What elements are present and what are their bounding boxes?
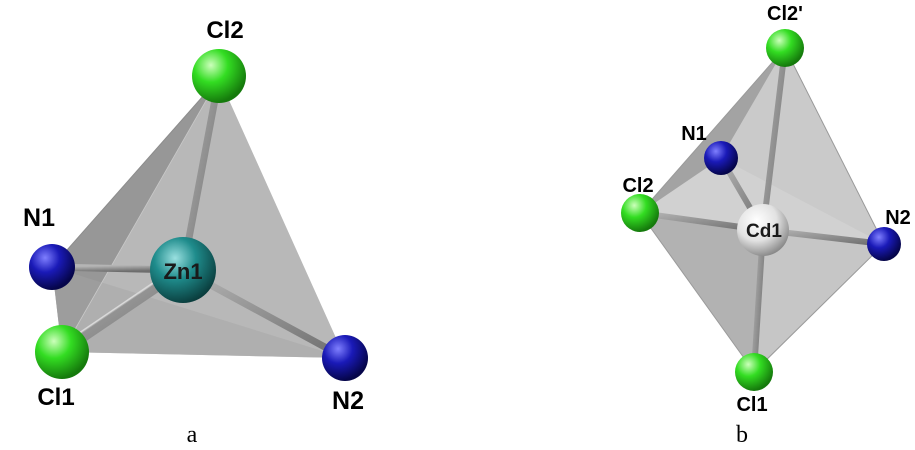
atom-n1 xyxy=(704,141,738,175)
atom-cl2 xyxy=(192,49,246,103)
panel-label-a: a xyxy=(187,422,198,448)
bond-cd1-cl2prime xyxy=(760,45,788,233)
panel-a-structure: Zn1 Cl2 N1 Cl1 N2 xyxy=(23,17,368,415)
face-front-left xyxy=(640,213,763,372)
face-left xyxy=(52,78,219,352)
atom-n2 xyxy=(322,335,368,381)
label-cl2: Cl2 xyxy=(206,17,243,44)
atom-cl2 xyxy=(621,194,659,232)
edge xyxy=(639,212,755,373)
atom-n2 xyxy=(867,227,901,261)
atom-cl1 xyxy=(35,325,89,379)
atom-n1 xyxy=(29,244,75,290)
face-right xyxy=(62,78,345,358)
label-n2: N2 xyxy=(332,387,364,415)
label-n1: N1 xyxy=(23,204,55,232)
face-back-right xyxy=(721,48,884,244)
edge xyxy=(61,77,220,353)
atom-cl1 xyxy=(735,353,773,391)
label-n1: N1 xyxy=(681,123,707,145)
edge xyxy=(639,47,786,214)
face-front-right xyxy=(754,230,884,372)
panel-b-structure: Cd1 Cl2' N1 Cl2 N2 Cl1 xyxy=(621,3,911,416)
edge xyxy=(753,243,885,373)
label-cl2prime: Cl2' xyxy=(767,3,803,25)
label-cl2: Cl2 xyxy=(622,175,653,197)
label-cl1: Cl1 xyxy=(37,384,74,411)
edge xyxy=(784,47,885,245)
panel-label-b: b xyxy=(736,422,748,448)
atom-zn1 xyxy=(150,237,216,303)
atom-cd1 xyxy=(737,204,789,256)
atom-cl2prime xyxy=(766,29,804,67)
label-cl1: Cl1 xyxy=(736,394,767,416)
label-zn1: Zn1 xyxy=(163,259,202,284)
label-n2: N2 xyxy=(885,207,911,229)
label-cd1: Cd1 xyxy=(746,221,782,242)
edge xyxy=(51,77,220,268)
face-bottom xyxy=(52,267,345,358)
